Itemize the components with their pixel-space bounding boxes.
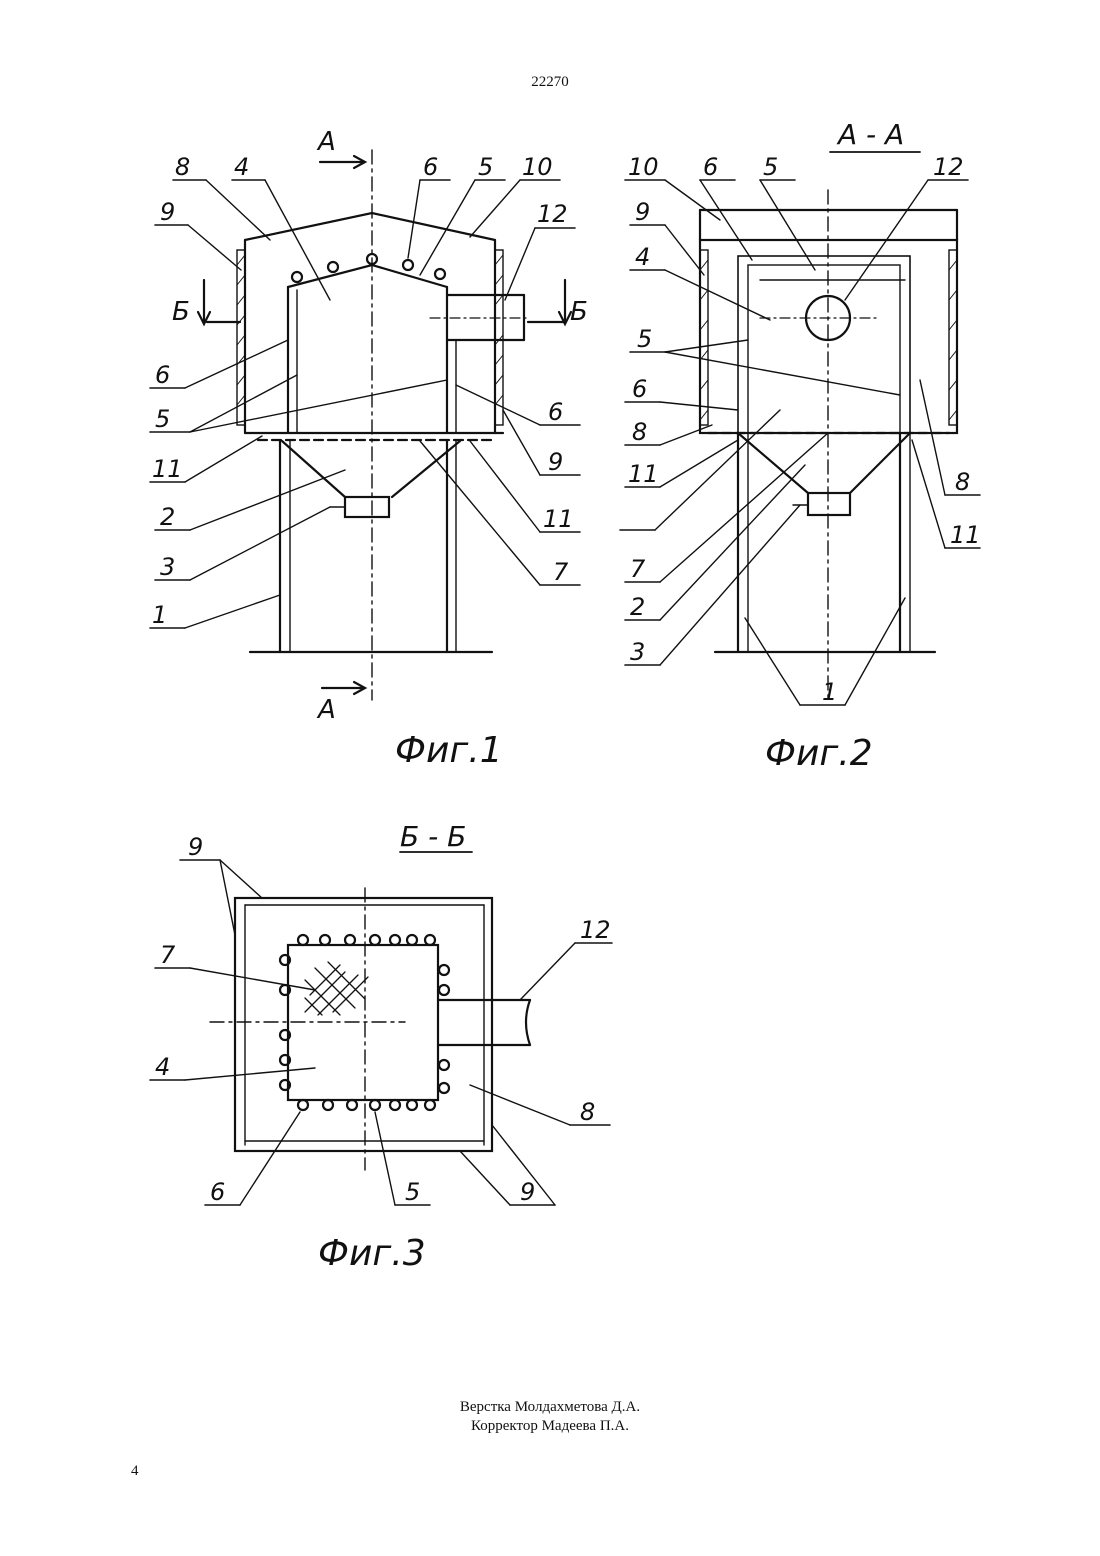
fig1-callout-9: 9 <box>160 198 175 226</box>
fig1-cut-mark-left: Б <box>172 297 190 327</box>
fig2-callout-1: 1 <box>822 678 837 706</box>
fig1-caption: Фиг.1 <box>395 730 503 771</box>
fig3-callout-5: 5 <box>405 1178 420 1206</box>
figure-3 <box>150 852 612 1205</box>
layout-credit: Верстка Молдахметова Д.А. <box>0 1398 1100 1417</box>
fig2-callout-8-right: 8 <box>955 468 970 496</box>
fig2-callout-4: 4 <box>635 243 650 271</box>
proofreader-credit: Корректор Мадеева П.А. <box>0 1417 1100 1436</box>
fig2-callout-3: 3 <box>630 638 645 666</box>
fig2-callout-12: 12 <box>933 153 964 181</box>
fig1-callout-6-top: 6 <box>423 153 438 181</box>
page-number: 4 <box>131 1463 139 1480</box>
fig1-section-mark-top: А <box>316 127 336 157</box>
credits-block: Верстка Молдахметова Д.А. Корректор Маде… <box>0 1398 1100 1436</box>
fig2-caption: Фиг.2 <box>765 733 873 774</box>
fig2-callout-5-top: 5 <box>763 153 778 181</box>
fig1-section-mark-bottom: А <box>316 695 336 725</box>
fig2-callout-11-left: 11 <box>628 460 659 488</box>
fig1-callout-5-top: 5 <box>478 153 493 181</box>
fig2-title: А - А <box>836 118 904 151</box>
fig1-cut-mark-right: Б <box>570 297 588 327</box>
fig1-callout-10: 10 <box>522 153 553 181</box>
fig1-callout-7: 7 <box>553 558 569 586</box>
fig2-callout-5-left: 5 <box>637 325 652 353</box>
fig1-callout-8: 8 <box>175 153 190 181</box>
fig2-callout-7: 7 <box>630 555 646 583</box>
fig2-callout-6-top: 6 <box>703 153 718 181</box>
fig1-callout-11-left: 11 <box>152 455 183 483</box>
figure-1 <box>150 150 580 700</box>
fig3-caption: Фиг.3 <box>318 1233 426 1274</box>
fig2-callout-6-left: 6 <box>632 375 647 403</box>
fig3-callout-6: 6 <box>210 1178 225 1206</box>
fig1-callout-5-left: 5 <box>155 405 170 433</box>
fig1-callout-2: 2 <box>160 503 175 531</box>
figure-2 <box>620 152 980 705</box>
fig1-callout-4: 4 <box>234 153 249 181</box>
fig1-callout-9-right: 9 <box>548 448 563 476</box>
fig1-callout-12: 12 <box>537 200 568 228</box>
fig3-callout-9-bottom: 9 <box>520 1178 535 1206</box>
fig1-callout-6-left: 6 <box>155 361 170 389</box>
fig3-callout-8: 8 <box>580 1098 595 1126</box>
fig2-callout-8-left: 8 <box>632 418 647 446</box>
fig2-callout-2: 2 <box>630 593 645 621</box>
fig1-callout-1: 1 <box>152 601 167 629</box>
fig3-callout-7: 7 <box>160 941 176 969</box>
fig3-title: Б - Б <box>400 820 466 853</box>
fig3-callout-4: 4 <box>155 1053 170 1081</box>
fig2-callout-11-right: 11 <box>950 521 981 549</box>
fig1-callout-6-right: 6 <box>548 398 563 426</box>
fig1-callout-3: 3 <box>160 553 175 581</box>
fig2-callout-9: 9 <box>635 198 650 226</box>
fig2-callout-10: 10 <box>628 153 659 181</box>
fig3-callout-9-top: 9 <box>188 833 203 861</box>
fig3-callout-12: 12 <box>580 916 611 944</box>
fig1-callout-11-right: 11 <box>543 505 574 533</box>
